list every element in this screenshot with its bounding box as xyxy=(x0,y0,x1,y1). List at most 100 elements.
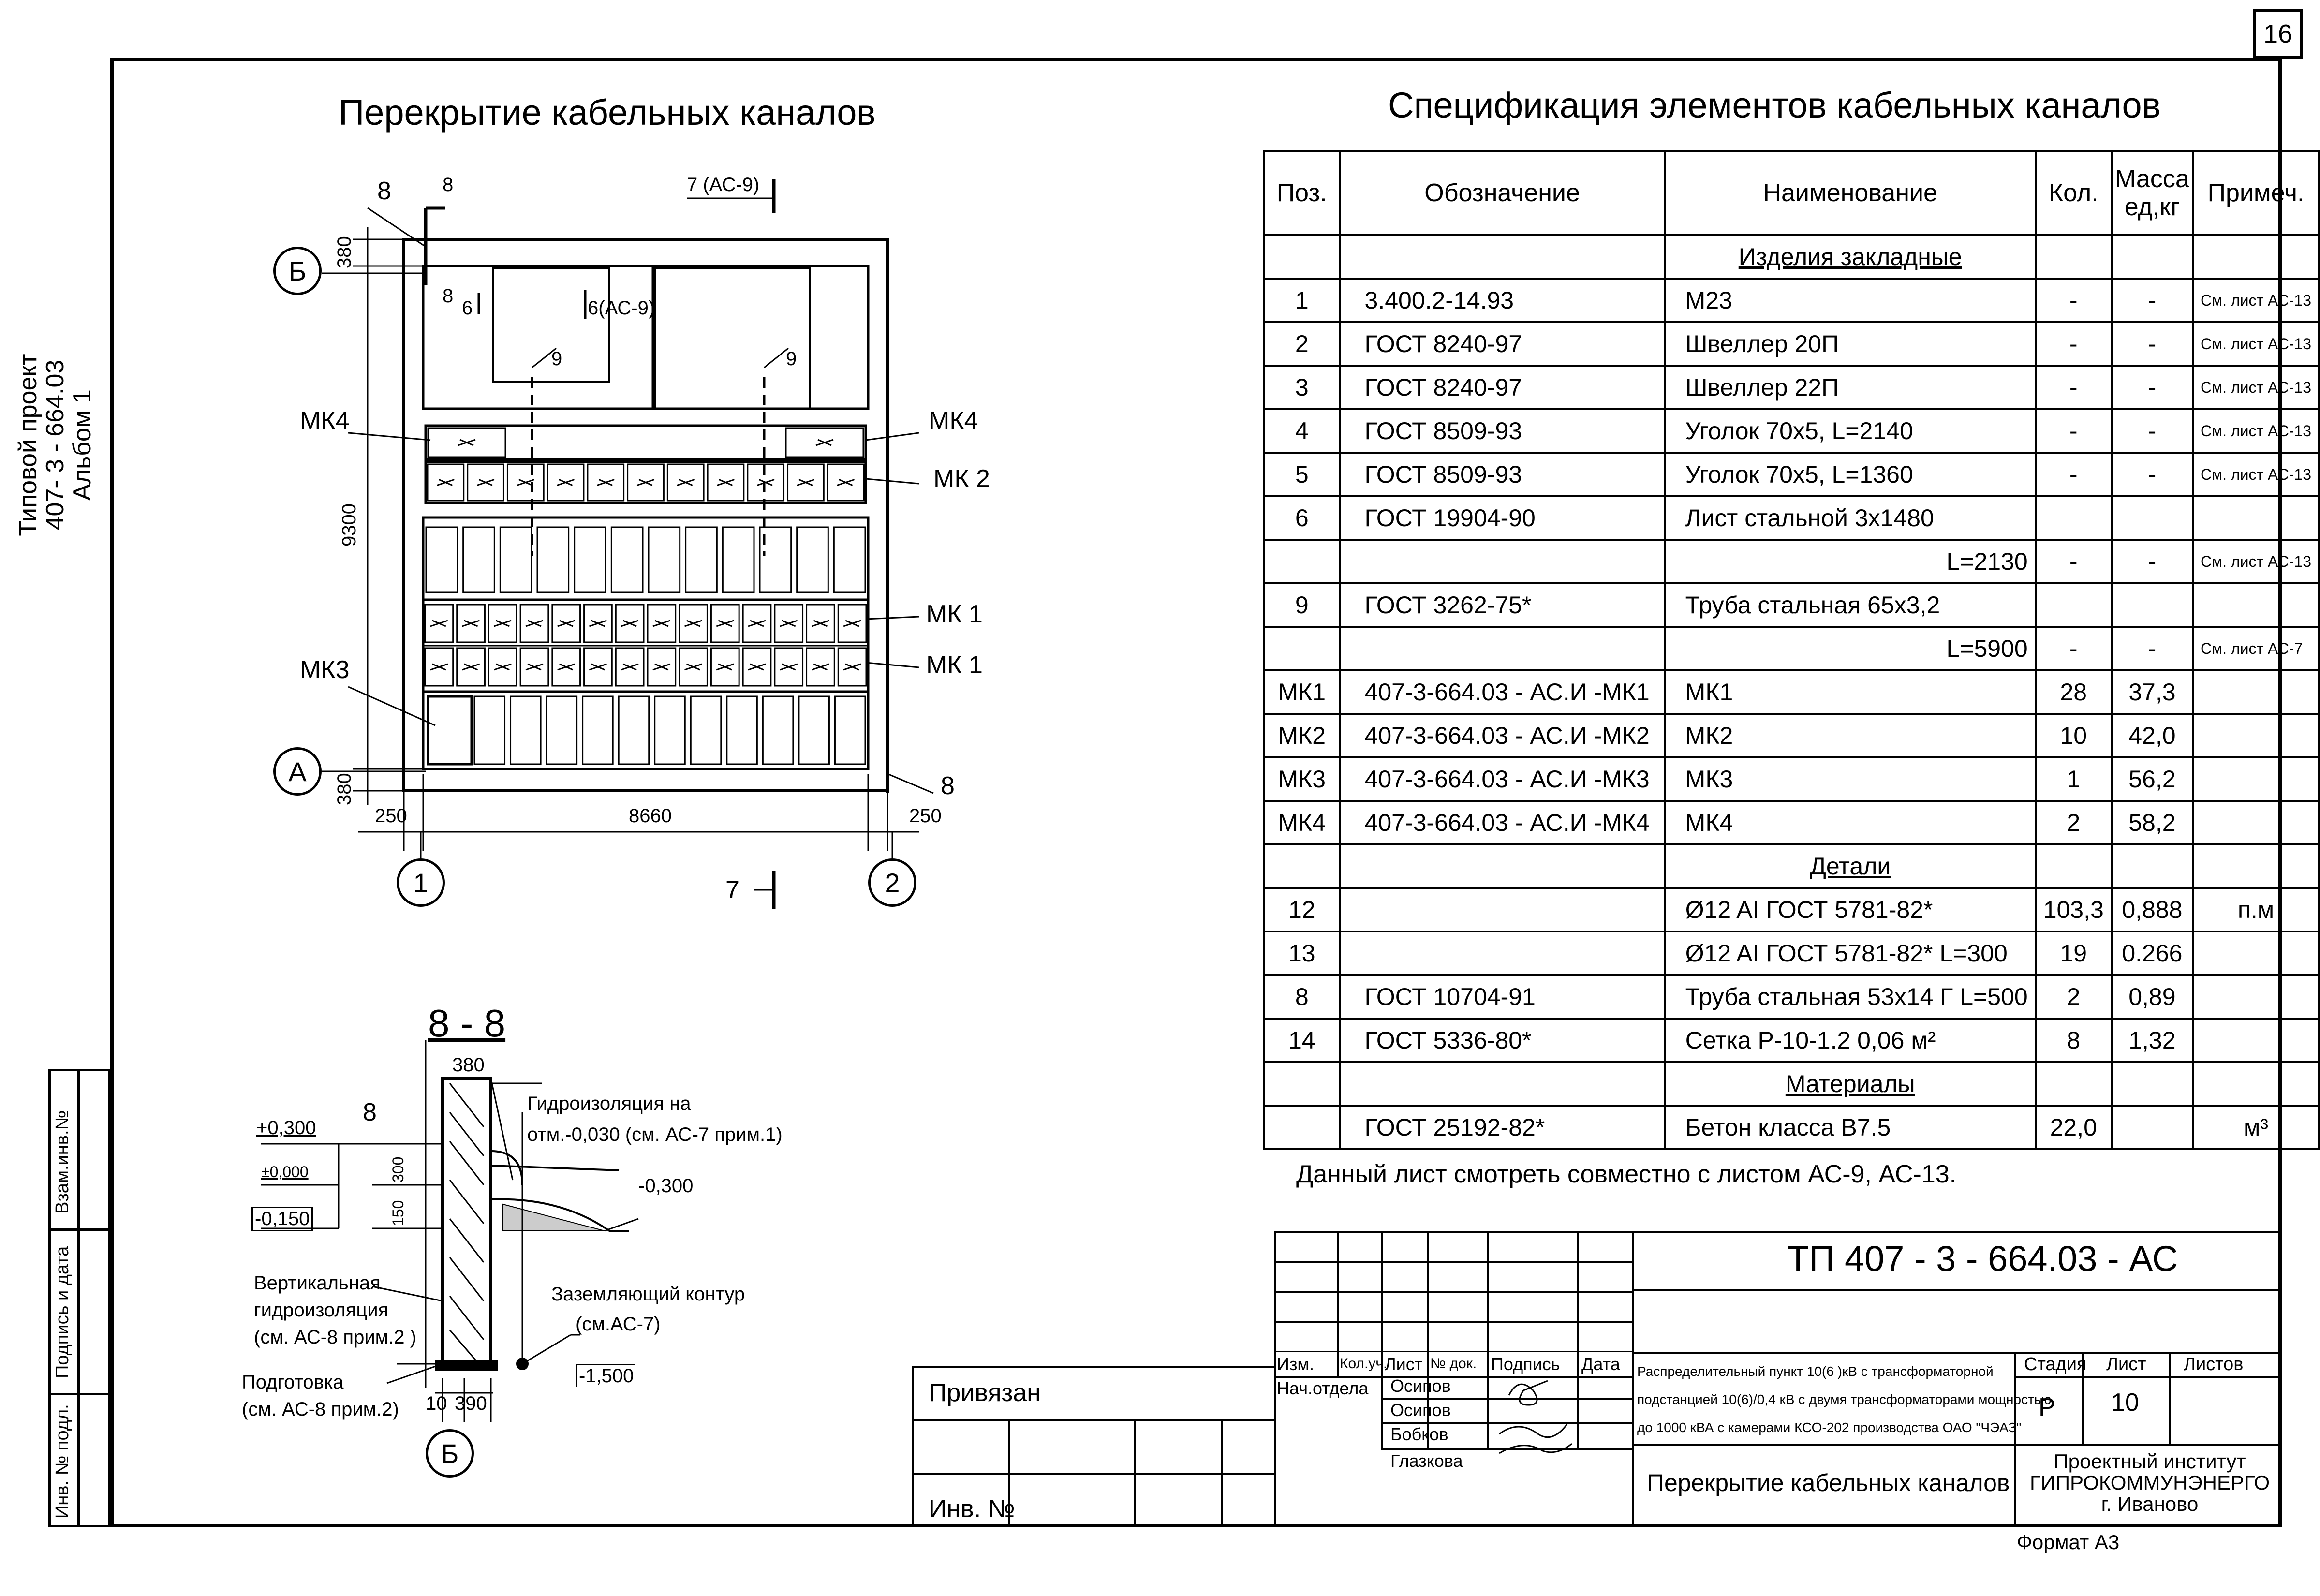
table-row: L=5900--См. лист АС-7 xyxy=(1263,626,2320,671)
sec-dim-380: 380 xyxy=(452,1054,485,1076)
spec-header-qty: Кол. xyxy=(2034,150,2113,236)
section-title-text: 8 - 8 xyxy=(428,1002,506,1045)
format-label: Формат А3 xyxy=(2017,1531,2120,1553)
dim-9300: 9300 xyxy=(339,503,360,547)
spec-cell-name: Уголок 70х5, L=2140 xyxy=(1664,408,2037,454)
spec-cell-note: См. лист АС-13 xyxy=(2192,408,2320,454)
section-8-top-right: 8 xyxy=(443,174,454,195)
spec-cell-pos xyxy=(1263,1061,1341,1107)
spec-cell-note xyxy=(2192,756,2320,802)
spec-cell-pos: 14 xyxy=(1263,1018,1341,1063)
spec-cell-pos: МК2 xyxy=(1263,713,1341,758)
sec-axis-b-bubble: Б xyxy=(426,1429,474,1478)
spec-cell-qty: - xyxy=(2034,365,2113,410)
spec-cell-name: Швеллер 22П xyxy=(1664,365,2037,410)
spec-cell-note: См. лист АС-13 xyxy=(2192,452,2320,497)
dim-8660: 8660 xyxy=(629,805,672,827)
table-row: Детали xyxy=(1263,843,2320,889)
spec-cell-pos xyxy=(1263,843,1341,889)
tb-h-sheets: Листов xyxy=(2184,1354,2244,1374)
spec-cell-designation: ГОСТ 8240-97 xyxy=(1338,321,1666,367)
spec-cell-note xyxy=(2192,495,2320,541)
sec-note-vertical-3: (см. АС-8 прим.2 ) xyxy=(254,1327,416,1348)
tb-h-izm: Изм. xyxy=(1277,1354,1315,1374)
sec-level-minus-300: -0,300 xyxy=(638,1175,694,1197)
mk4-left-label: МК4 xyxy=(300,407,350,435)
dim-380-bottom: 380 xyxy=(334,773,355,805)
sec-note-vertical: Вертикальная гидроизоляция (см. АС-8 при… xyxy=(254,1270,416,1351)
sec-note-ground: Заземляющий контур (см.АС-7) xyxy=(551,1279,745,1339)
spec-cell-pos: 8 xyxy=(1263,974,1341,1020)
spec-cell-name: Материалы xyxy=(1664,1061,2037,1107)
spec-cell-qty xyxy=(2034,234,2113,280)
sec-note-ground-2: (см.АС-7) xyxy=(576,1314,661,1335)
spec-cell-name: Детали xyxy=(1664,843,2037,889)
sec-note-prep-1: Подготовка xyxy=(242,1372,344,1393)
tb-privyazan: Привязан xyxy=(929,1379,1041,1407)
spec-cell-designation: 407-3-664.03 - АС.И -МК4 xyxy=(1338,800,1666,845)
sec-note-waterproof: Гидроизоляция на отм.-0,030 (см. АС-7 пр… xyxy=(527,1088,783,1150)
spec-cell-mass: 37,3 xyxy=(2110,669,2194,715)
spec-cell-qty xyxy=(2034,843,2113,889)
spec-cell-designation: ГОСТ 3262-75* xyxy=(1338,582,1666,628)
spec-cell-pos xyxy=(1263,539,1341,584)
spec-cell-qty: 10 xyxy=(2034,713,2113,758)
spec-cell-pos: 4 xyxy=(1263,408,1341,454)
sec-note-waterproof-2: отм.-0,030 (см. АС-7 прим.1) xyxy=(527,1124,783,1145)
tb-h-kol: Кол.уч. xyxy=(1340,1356,1388,1372)
spec-cell-mass: 0,89 xyxy=(2110,974,2194,1020)
spec-cell-name: МК2 xyxy=(1664,713,2037,758)
spec-cell-pos: МК1 xyxy=(1263,669,1341,715)
spec-cell-mass: - xyxy=(2110,408,2194,454)
tb-h-list: Лист xyxy=(1385,1354,1423,1374)
tb-h-stage: Стадия xyxy=(2024,1354,2087,1374)
spec-cell-mass: 0.266 xyxy=(2110,931,2194,976)
spec-cell-name: Труба стальная 53х14 Г L=500 xyxy=(1664,974,2037,1020)
spec-cell-note xyxy=(2192,931,2320,976)
spec-cell-qty xyxy=(2034,1061,2113,1107)
spec-cell-designation: ГОСТ 5336-80* xyxy=(1338,1018,1666,1063)
spec-header-name: Наименование xyxy=(1664,150,2037,236)
spec-cell-mass xyxy=(2110,234,2194,280)
spec-cell-note: м³ xyxy=(2192,1105,2320,1150)
spec-cell-mass: 1,32 xyxy=(2110,1018,2194,1063)
sec-level-minus-1500: -1,500 xyxy=(576,1364,636,1387)
spec-cell-designation xyxy=(1338,931,1666,976)
sec-note-vertical-1: Вертикальная xyxy=(254,1272,381,1294)
tb-desc3: до 1000 кВА с камерами КСО-202 производс… xyxy=(1637,1420,2022,1435)
spec-cell-designation: ГОСТ 10704-91 xyxy=(1338,974,1666,1020)
spec-cell-mass: - xyxy=(2110,626,2194,671)
tb-inv: Инв. № xyxy=(929,1495,1015,1523)
section-8-top-left: 8 xyxy=(377,177,391,205)
spec-cell-designation: 407-3-664.03 - АС.И -МК3 xyxy=(1338,756,1666,802)
axis-1-bubble: 1 xyxy=(397,858,445,907)
pos-9-left: 9 xyxy=(551,348,562,369)
spec-cell-pos xyxy=(1263,626,1341,671)
spec-cell-qty: 2 xyxy=(2034,974,2113,1020)
tb-code: ТП 407 - 3 - 664.03 - АС xyxy=(1787,1239,2178,1279)
tb-name4: Глазкова xyxy=(1390,1451,1463,1471)
spec-cell-mass: 56,2 xyxy=(2110,756,2194,802)
spec-cell-name: Уголок 70х5, L=1360 xyxy=(1664,452,2037,497)
spec-cell-name: Труба стальная 65х3,2 xyxy=(1664,582,2037,628)
spec-cell-qty: - xyxy=(2034,626,2113,671)
table-row: Материалы xyxy=(1263,1061,2320,1107)
tb-sheet: 10 xyxy=(2111,1389,2139,1417)
sec-dim-300: 300 xyxy=(389,1156,407,1182)
spec-cell-note: См. лист АС-13 xyxy=(2192,321,2320,367)
mk1-label-b: МК 1 xyxy=(926,651,983,679)
spec-cell-designation: 407-3-664.03 - АС.И -МК2 xyxy=(1338,713,1666,758)
section-6-as9: 6(АС-9) xyxy=(588,297,655,319)
axis-b-label: Б xyxy=(288,255,307,286)
spec-cell-name: L=2130 xyxy=(1664,539,2037,584)
spec-cell-pos xyxy=(1263,234,1341,280)
spec-cell-note: См. лист АС-13 xyxy=(2192,365,2320,410)
